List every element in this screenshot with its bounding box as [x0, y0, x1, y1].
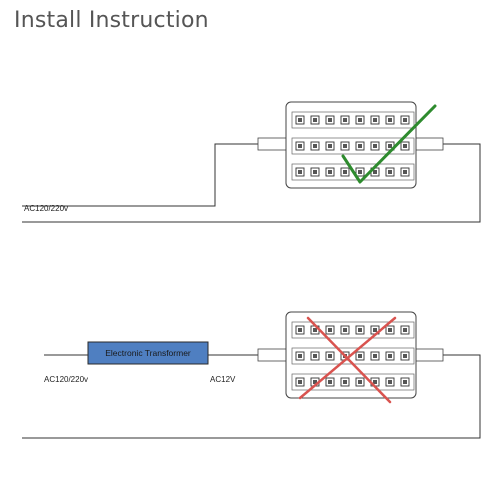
led-die: [313, 354, 317, 358]
led-die: [373, 354, 377, 358]
led-die: [388, 144, 392, 148]
bottom-diagram: Electronic Transformer AC120/220v AC12V: [22, 311, 481, 439]
transformer-label: Electronic Transformer: [105, 348, 191, 358]
led-die: [358, 380, 362, 384]
led-die: [403, 354, 407, 358]
led-die: [403, 328, 407, 332]
led-die: [358, 144, 362, 148]
led-die: [328, 328, 332, 332]
top-led-grid: [291, 111, 415, 181]
transformer-output-label: AC12V: [210, 375, 236, 384]
led-die: [343, 118, 347, 122]
led-die: [388, 118, 392, 122]
led-die: [388, 328, 392, 332]
led-die: [328, 354, 332, 358]
bottom-lamp-pin-left: [257, 348, 287, 362]
led-die: [313, 144, 317, 148]
led-die: [358, 118, 362, 122]
led-die: [313, 170, 317, 174]
top-supply-label: AC120/220v: [24, 204, 68, 213]
led-row: [291, 347, 415, 365]
bottom-led-grid: [291, 321, 415, 391]
top-lamp-pin-left: [257, 137, 287, 151]
led-die: [298, 144, 302, 148]
led-die: [373, 170, 377, 174]
led-die: [373, 380, 377, 384]
led-die: [298, 380, 302, 384]
bottom-lamp-pin-right: [414, 348, 444, 362]
led-die: [388, 380, 392, 384]
led-die: [343, 170, 347, 174]
led-die: [328, 144, 332, 148]
bottom-wires: [22, 354, 481, 439]
cross-mark-icon: [298, 316, 397, 404]
led-die: [358, 328, 362, 332]
led-die: [388, 354, 392, 358]
led-die: [358, 170, 362, 174]
led-die: [343, 328, 347, 332]
led-row: [291, 373, 415, 391]
led-die: [298, 118, 302, 122]
led-die: [313, 118, 317, 122]
page-title: Install Instruction: [14, 8, 209, 33]
led-die: [343, 144, 347, 148]
led-die: [328, 170, 332, 174]
transformer-box: Electronic Transformer: [87, 341, 209, 365]
led-die: [328, 118, 332, 122]
led-die: [343, 380, 347, 384]
led-die: [328, 380, 332, 384]
led-die: [373, 328, 377, 332]
led-die: [298, 354, 302, 358]
top-lamp-pin-right: [414, 137, 444, 151]
led-row: [291, 111, 415, 129]
top-lamp: [257, 101, 444, 189]
bottom-supply-label: AC120/220v: [44, 375, 88, 384]
led-die: [373, 144, 377, 148]
led-die: [313, 328, 317, 332]
led-die: [298, 328, 302, 332]
led-die: [298, 170, 302, 174]
check-mark-icon: [341, 104, 437, 184]
led-die: [358, 354, 362, 358]
led-die: [403, 380, 407, 384]
led-row: [291, 137, 415, 155]
led-die: [373, 118, 377, 122]
led-die: [403, 144, 407, 148]
led-die: [388, 170, 392, 174]
top-diagram: AC120/220v: [22, 101, 481, 223]
led-row: [291, 321, 415, 339]
led-die: [313, 380, 317, 384]
top-wires: [22, 143, 481, 223]
led-die: [403, 170, 407, 174]
led-die: [403, 118, 407, 122]
